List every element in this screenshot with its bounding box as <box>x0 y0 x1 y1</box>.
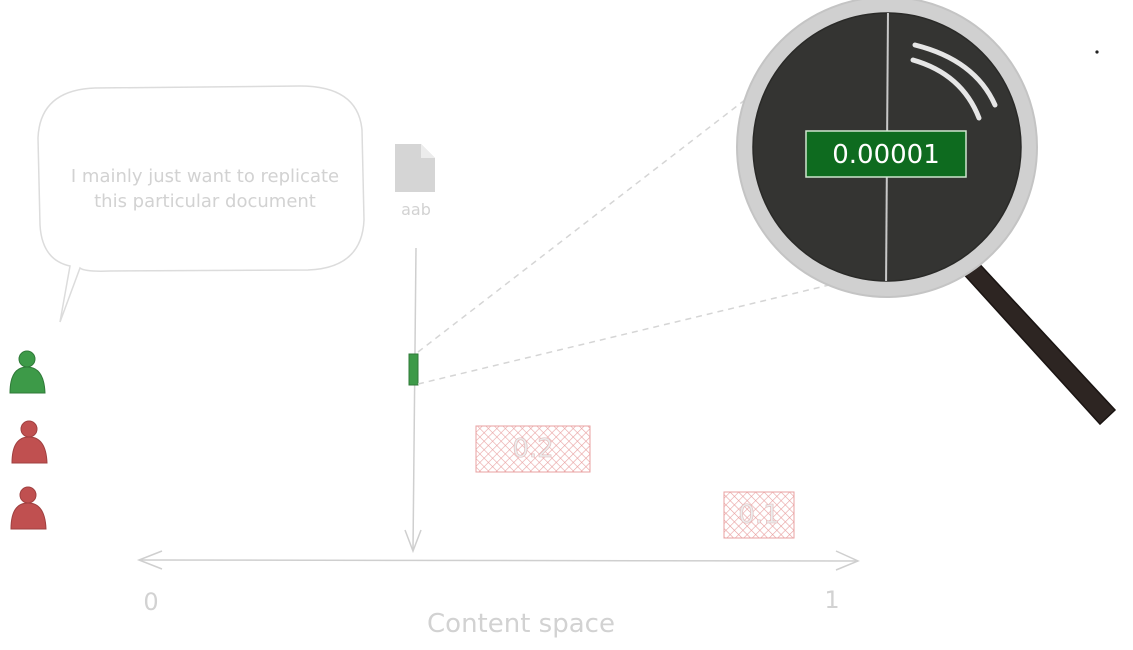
region-0-1: 0.1 <box>723 491 795 539</box>
magnified-value-box <box>805 130 967 178</box>
speech-bubble-line-1: I mainly just want to replicate <box>71 166 339 187</box>
lens-glare-1 <box>912 42 998 108</box>
document-label: aab <box>401 200 431 219</box>
document-corner-fold <box>421 144 435 158</box>
region-0-2-label: 0.2 <box>512 434 553 464</box>
region-0-2: 0.2 <box>475 425 591 473</box>
magnified-value: 0.00001 <box>832 140 940 170</box>
document-icon <box>395 144 435 192</box>
axis-title: Content space <box>427 609 615 639</box>
axis-start-label: 0 <box>143 588 158 616</box>
target-document-mark <box>408 353 419 386</box>
speech-bubble-line-2: this particular document <box>94 191 316 212</box>
axis-end-label: 1 <box>824 586 839 614</box>
zoom-line-upper <box>417 95 751 353</box>
stray-dot <box>1095 50 1099 54</box>
region-0-1-label: 0.1 <box>738 500 779 530</box>
zoom-line-lower <box>417 279 851 385</box>
user-icon-2 <box>11 420 48 464</box>
magnifier-handle <box>958 254 1117 426</box>
content-space-axis <box>136 550 860 571</box>
user-icon-1 <box>9 350 46 394</box>
document-shape <box>395 144 435 192</box>
magnifying-glass-icon: 0.00001 <box>736 0 1117 426</box>
speech-bubble: I mainly just want to replicate this par… <box>37 85 365 323</box>
document-arrow <box>404 247 422 554</box>
lens-glare-2 <box>910 57 982 121</box>
speech-bubble-outline <box>37 85 365 323</box>
user-icon-3 <box>10 486 47 530</box>
